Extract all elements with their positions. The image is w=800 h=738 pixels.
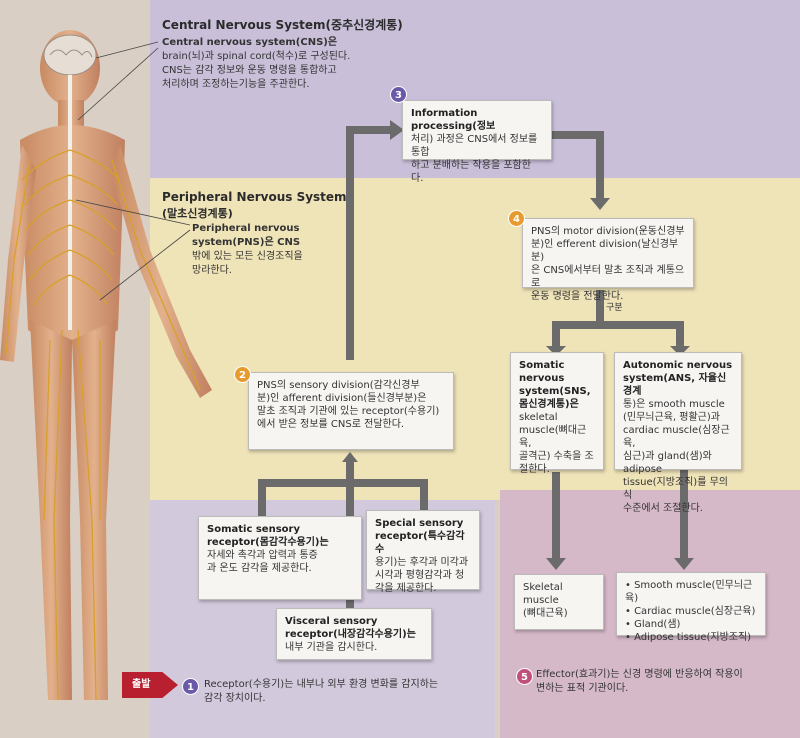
cns-text-line: Central nervous system(CNS)은 xyxy=(162,37,338,48)
effector-list-item: • Cardiac muscle(심장근육) xyxy=(625,606,756,617)
autonomic-nervous-system-box: Autonomic nervous system(ANS, 자율신경계 통)은 … xyxy=(614,352,742,514)
special-receptor-line: 시각과 평형감각과 청 xyxy=(375,570,465,581)
somatic-ns-line: 절한다. xyxy=(519,464,550,475)
visceral-receptor-line: receptor(내장감각수용기)는 xyxy=(285,629,416,640)
pns-title: Peripheral Nervous System xyxy=(162,190,347,204)
sensory-division-line: 에서 받은 정보를 CNS로 전달한다. xyxy=(257,419,405,430)
somatic-ns-line: 몸신경계통)은 xyxy=(519,399,579,410)
effector-list-item: • Adipose tissue(지방조직) xyxy=(625,632,752,643)
somatic-ns-line: skeletal xyxy=(519,412,558,423)
motor-division-box: PNS의 motor division(운동신경부 분)인 efferent d… xyxy=(522,218,694,302)
autonomic-ns-line: 심근)과 gland(샘)와 adipose xyxy=(623,451,712,475)
info-processing-line: 처리) 과정은 CNS에서 정보를 통합 xyxy=(411,134,538,158)
somatic-receptor-line: receptor(몸감각수용기)는 xyxy=(207,537,329,548)
special-receptor-line: 용기)는 후각과 미각과 xyxy=(375,557,469,568)
cns-text-line: brain(뇌)과 spinal cord(척수)로 구성된다. xyxy=(162,51,351,62)
somatic-ns-line: 골격근) 수축을 조 xyxy=(519,451,594,462)
motor-division-line: 은 CNS에서부터 말초 조직과 계통으로 xyxy=(531,265,685,289)
skeletal-muscle-line: (뼈대근육) xyxy=(523,608,568,619)
somatic-receptor-line: 자세와 촉각과 압력과 통증 xyxy=(207,550,318,561)
effector-footer-line: 변하는 표적 기관이다. xyxy=(536,683,629,694)
step-3-badge: 3 xyxy=(390,86,407,103)
somatic-ns-line: system(SNS, xyxy=(519,386,591,397)
pns-text-line: 밖에 있는 모든 신경조직을 xyxy=(192,251,303,262)
cns-text-line: CNS는 감각 정보와 운동 명령을 통합하고 xyxy=(162,65,337,76)
somatic-sensory-receptor-box: Somatic sensory receptor(몸감각수용기)는 자세와 촉각… xyxy=(198,516,362,600)
visceral-sensory-receptor-box: Visceral sensory receptor(내장감각수용기)는 내부 기… xyxy=(276,608,432,660)
autonomic-ns-line: 통)은 smooth muscle xyxy=(623,399,725,410)
sensory-division-line: PNS의 sensory division(감각신경부 xyxy=(257,380,420,391)
visceral-receptor-line: 내부 기관을 감시한다. xyxy=(285,642,378,653)
info-processing-box: Information processing(정보 처리) 과정은 CNS에서 … xyxy=(402,100,552,184)
pns-text-line: system(PNS)은 CNS xyxy=(192,237,301,248)
pns-title-korean: (말초신경계통) xyxy=(162,207,233,220)
somatic-ns-line: muscle(뼈대근육, xyxy=(519,425,587,449)
special-receptor-line: receptor(특수감각수 xyxy=(375,531,465,555)
autonomic-ns-line: Autonomic nervous xyxy=(623,360,733,371)
motor-division-line: 운동 명령을 전달한다. xyxy=(531,291,624,302)
special-receptor-line: Special sensory xyxy=(375,518,464,529)
autonomic-ns-line: cardiac muscle(심장근육, xyxy=(623,425,730,449)
autonomic-ns-line: 수준에서 조절한다. xyxy=(623,503,703,514)
cns-title: Central Nervous System(중추신경계통) xyxy=(162,18,403,32)
somatic-ns-line: Somatic xyxy=(519,360,565,371)
step-2-badge: 2 xyxy=(234,366,251,383)
somatic-receptor-line: Somatic sensory xyxy=(207,524,300,535)
effector-list-item: • Gland(샘) xyxy=(625,619,681,630)
step-1-badge: 1 xyxy=(182,678,199,695)
skeletal-muscle-line: Skeletal xyxy=(523,582,563,593)
skeletal-muscle-box: Skeletal muscle (뼈대근육) xyxy=(514,574,604,630)
receptor-footer-line: Receptor(수용기)는 내부나 외부 환경 변화를 감지하는 xyxy=(204,679,439,690)
info-processing-line: Information processing(정보 xyxy=(411,108,496,132)
motor-division-line: PNS의 motor division(운동신경부 xyxy=(531,226,685,237)
somatic-nervous-system-box: Somatic nervous system(SNS, 몸신경계통)은 skel… xyxy=(510,352,604,475)
effector-list-item: • Smooth muscle(민무늬근육) xyxy=(625,580,753,604)
pns-text-line: Peripheral nervous xyxy=(192,223,300,234)
step-4-badge: 4 xyxy=(508,210,525,227)
autonomic-ns-line: tissue(지방조직)를 무의식 xyxy=(623,477,728,501)
special-receptor-line: 각을 제공한다. xyxy=(375,583,437,594)
effector-footer-line: Effector(효과기)는 신경 명령에 반응하여 작용이 xyxy=(536,669,743,680)
sensory-division-line: 분)인 afferent division(들신경부분)은 xyxy=(257,393,427,404)
special-sensory-receptor-box: Special sensory receptor(특수감각수 용기)는 후각과 … xyxy=(366,510,480,594)
pns-text-line: 망라한다. xyxy=(192,265,232,276)
motor-division-line: 분)인 efferent division(날신경부분) xyxy=(531,239,679,263)
step-5-badge: 5 xyxy=(516,668,533,685)
sensory-division-box: PNS의 sensory division(감각신경부 분)인 afferent… xyxy=(248,372,454,450)
somatic-receptor-line: 과 온도 감각을 제공한다. xyxy=(207,563,312,574)
autonomic-ns-line: system(ANS, 자율신경계 xyxy=(623,373,727,397)
divider-label: 구분 xyxy=(604,300,625,313)
visceral-receptor-line: Visceral sensory xyxy=(285,616,378,627)
skeletal-muscle-line: muscle xyxy=(523,595,559,606)
somatic-ns-line: nervous xyxy=(519,373,565,384)
receptor-footer-line: 감각 장치이다. xyxy=(204,693,266,704)
effector-list-box: • Smooth muscle(민무늬근육) • Cardiac muscle(… xyxy=(616,572,766,643)
sensory-division-line: 말초 조직과 기관에 있는 receptor(수용기) xyxy=(257,406,440,417)
human-nervous-system-illustration xyxy=(0,30,212,701)
cns-text-line: 처리하며 조정하는기능을 주관한다. xyxy=(162,79,310,90)
info-processing-line: 하고 분배하는 작용을 포함한다. xyxy=(411,160,531,184)
autonomic-ns-line: (민무늬근육, 평활근)과 xyxy=(623,412,720,423)
